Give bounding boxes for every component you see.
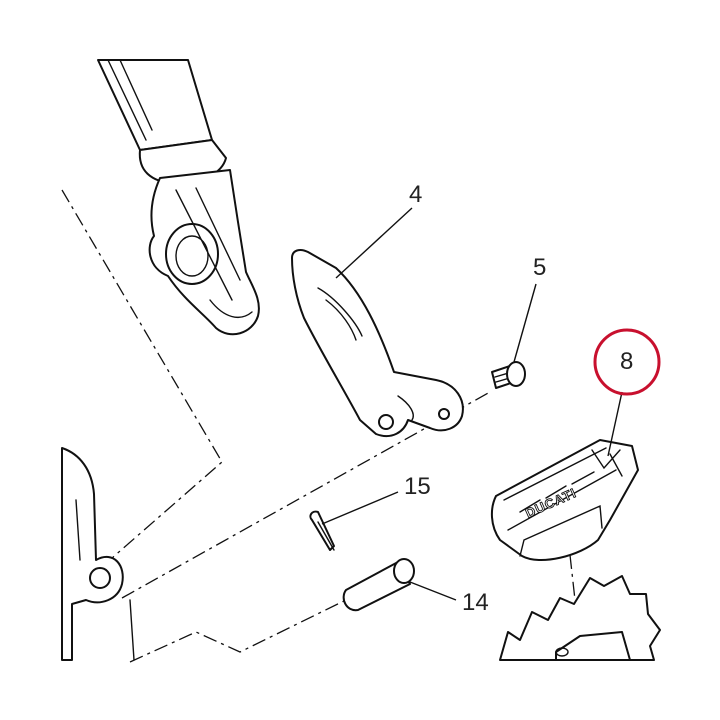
footpeg-pin <box>342 558 415 612</box>
footpeg-rubber <box>490 439 639 561</box>
callout-14: 14 <box>462 589 489 616</box>
callout-8: 8 <box>620 348 633 375</box>
callout-4: 4 <box>409 181 422 208</box>
bracket-lower-left <box>61 447 135 661</box>
callout-highlight-ring <box>593 328 661 396</box>
callout-15: 15 <box>404 473 431 500</box>
split-pin <box>309 510 335 551</box>
heel-guard-plate <box>291 249 464 438</box>
frame-leg <box>97 59 260 336</box>
screw <box>491 361 526 389</box>
leader-lines <box>321 207 623 601</box>
callout-5: 5 <box>533 254 546 281</box>
footpeg-body <box>499 575 661 661</box>
